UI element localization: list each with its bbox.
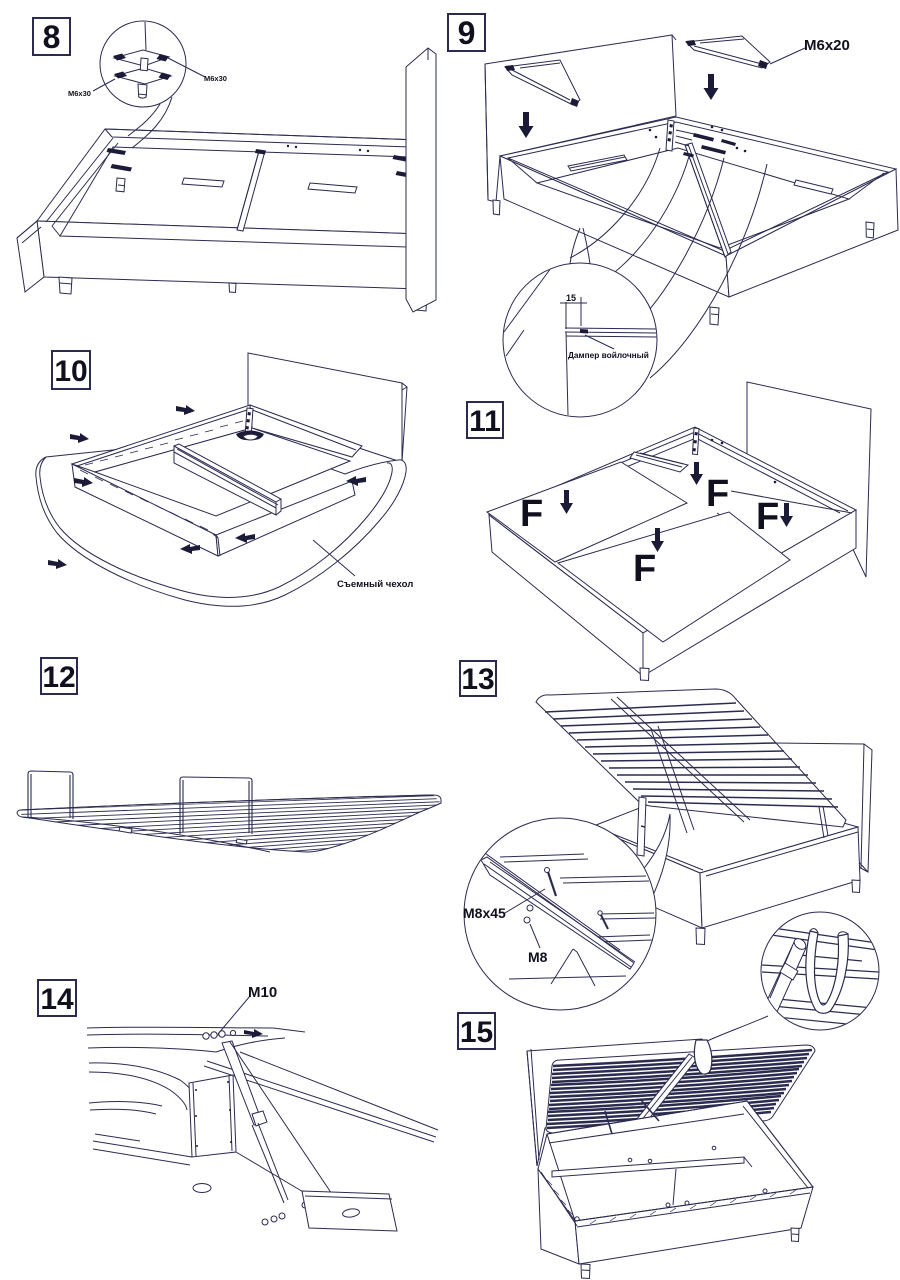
svg-text:M6x30: M6x30 — [204, 74, 227, 83]
svg-text:8: 8 — [43, 19, 61, 55]
svg-text:M8: M8 — [528, 949, 548, 965]
svg-text:F: F — [756, 496, 779, 538]
svg-text:M6x20: M6x20 — [804, 37, 850, 54]
svg-text:M8x45: M8x45 — [463, 905, 506, 921]
svg-text:F: F — [706, 473, 729, 515]
svg-text:F: F — [633, 548, 656, 590]
svg-text:M10: M10 — [248, 984, 277, 1001]
svg-text:11: 11 — [469, 405, 501, 438]
svg-text:Дампер войлочный: Дампер войлочный — [568, 350, 649, 360]
svg-text:9: 9 — [458, 15, 476, 51]
svg-text:M6x30: M6x30 — [68, 89, 91, 98]
svg-text:12: 12 — [42, 661, 75, 694]
svg-text:15: 15 — [566, 293, 576, 303]
svg-text:Съемный чехол: Съемный чехол — [337, 579, 413, 590]
svg-text:10: 10 — [54, 355, 87, 388]
svg-text:13: 13 — [461, 663, 494, 696]
svg-text:15: 15 — [460, 1016, 493, 1049]
svg-text:14: 14 — [40, 983, 74, 1016]
svg-text:F: F — [520, 493, 543, 535]
